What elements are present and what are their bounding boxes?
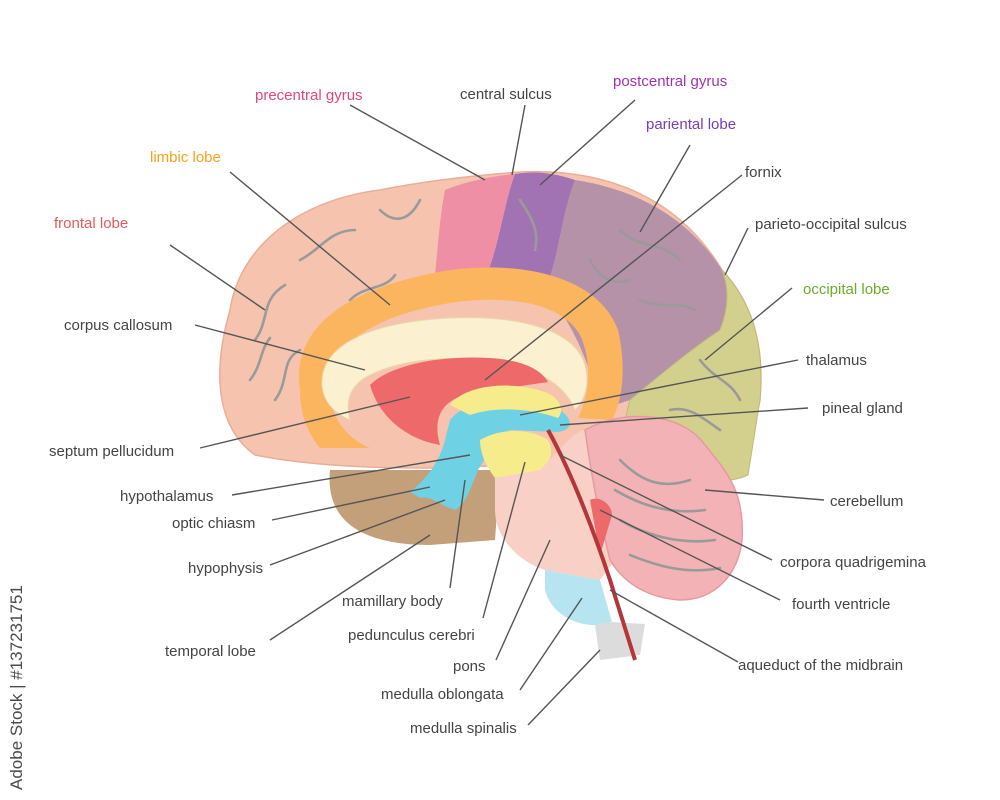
aqueduct-line <box>546 429 637 661</box>
label-mamillary-body: mamillary body <box>342 593 443 610</box>
label-optic-chiasm: optic chiasm <box>172 515 255 532</box>
label-hypothalamus: hypothalamus <box>120 488 213 505</box>
label-occipital-lobe: occipital lobe <box>803 281 890 298</box>
thalamus-region <box>450 385 562 418</box>
leader-lines <box>169 99 825 726</box>
label-precentral-gyrus: precentral gyrus <box>255 87 363 104</box>
septum-pellucidum-region <box>370 357 548 445</box>
label-corpus-callosum: corpus callosum <box>64 317 172 334</box>
label-pons: pons <box>453 658 486 675</box>
postcentral-gyrus-region <box>488 172 575 290</box>
label-medulla-spinalis: medulla spinalis <box>410 720 517 737</box>
label-pedunculus-cerebri: pedunculus cerebri <box>348 627 475 644</box>
ventricle-region <box>410 399 570 510</box>
label-hypophysis: hypophysis <box>188 560 263 577</box>
midbrain-region <box>480 431 552 478</box>
label-aqueduct-midbrain: aqueduct of the midbrain <box>738 657 903 674</box>
label-thalamus: thalamus <box>806 352 867 369</box>
labels: precentral gyrus central sulcus postcent… <box>49 73 927 737</box>
label-limbic-lobe: limbic lobe <box>150 149 221 166</box>
label-corpora-quadrigemina: corpora quadrigemina <box>780 554 927 571</box>
label-cerebellum: cerebellum <box>830 493 903 510</box>
label-pineal-gland: pineal gland <box>822 400 903 417</box>
corpus-callosum-region <box>321 317 588 421</box>
precentral-gyrus-region <box>435 174 515 275</box>
limbic-lobe-region <box>299 267 623 448</box>
label-parieto-occipital-sulcus: parieto-occipital sulcus <box>755 216 907 233</box>
label-medulla-oblongata: medulla oblongata <box>381 686 504 703</box>
label-temporal-lobe: temporal lobe <box>165 643 256 660</box>
label-fourth-ventricle: fourth ventricle <box>792 596 890 613</box>
label-postcentral-gyrus: postcentral gyrus <box>613 73 727 90</box>
gyri-lines <box>248 198 742 432</box>
medulla-spinalis-region <box>595 622 645 660</box>
cerebellum-folia <box>613 458 722 572</box>
medulla-oblongata-region <box>545 570 612 625</box>
label-septum-pellucidum: septum pellucidum <box>49 443 174 460</box>
label-frontal-lobe: frontal lobe <box>54 215 128 232</box>
watermark-text: Adobe Stock | #137231751 <box>7 585 26 790</box>
label-central-sulcus: central sulcus <box>460 86 552 103</box>
brain-illustration <box>219 170 762 661</box>
label-fornix: fornix <box>745 164 782 181</box>
label-pariental-lobe: pariental lobe <box>646 116 736 133</box>
